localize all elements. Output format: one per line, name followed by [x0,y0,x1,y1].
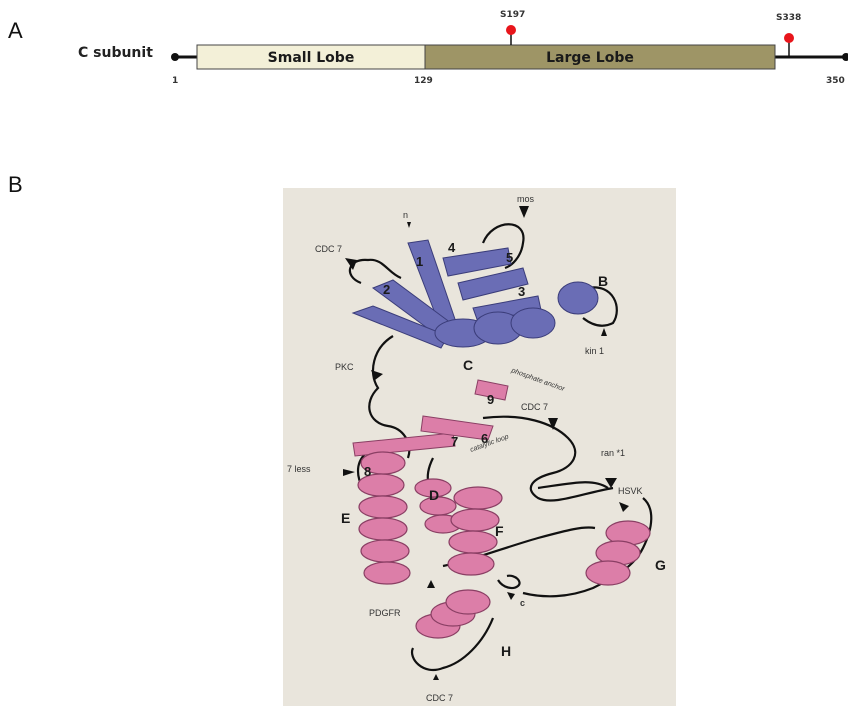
end-residue: 350 [826,76,845,86]
large-lobe-label: Large Lobe [546,50,634,66]
annotation-c: c [520,598,525,608]
annotation-n: n [403,210,408,220]
annotation-pdgfr: PDGFR [369,608,401,618]
strand-label-1: 1 [416,254,423,269]
annotation-ran1: ran *1 [601,448,625,458]
annotation-cdc7-top: CDC 7 [315,244,342,254]
panel-b-label: B [8,172,23,198]
helix-label-f: F [495,523,504,539]
boundary-residue: 129 [414,76,433,86]
helix-label-b: B [598,273,608,289]
kinase-structure-photo: 1 2 3 4 5 B C D E F G H 6 7 8 9 n mos CD… [283,188,676,706]
annotation-kin1: kin 1 [585,346,604,356]
annotation-cdc7-mid: CDC 7 [521,402,548,412]
start-residue: 1 [172,76,178,86]
helix-label-d: D [429,487,439,503]
strand-label-4: 4 [448,240,456,255]
helix-label-c: C [463,357,473,373]
s338-label: S338 [776,13,801,23]
strand-label-7: 7 [451,434,458,449]
strand-label-3: 3 [518,284,525,299]
small-lobe-label: Small Lobe [268,50,355,66]
annotation-mos: mos [517,194,535,204]
c-terminus-dot [842,53,848,61]
s197-label: S197 [500,10,525,20]
n-terminus-dot [171,53,179,61]
annotation-hsvk: HSVK [618,486,643,496]
strand-label-2: 2 [383,282,390,297]
helix-label-g: G [655,557,666,573]
annotation-cdc7-bottom: CDC 7 [426,693,453,703]
annotation-7less: 7 less [287,464,311,474]
strand-label-8: 8 [364,464,371,479]
s197-marker [506,25,516,35]
helix-label-h: H [501,643,511,659]
annotation-pkc: PKC [335,362,354,372]
kinase-ribbon-drawing: 1 2 3 4 5 B C D E F G H 6 7 8 9 n mos CD… [283,188,676,706]
s338-marker [784,33,794,43]
helix-label-e: E [341,510,350,526]
strand-label-5: 5 [506,250,513,265]
strand-label-9: 9 [487,392,494,407]
